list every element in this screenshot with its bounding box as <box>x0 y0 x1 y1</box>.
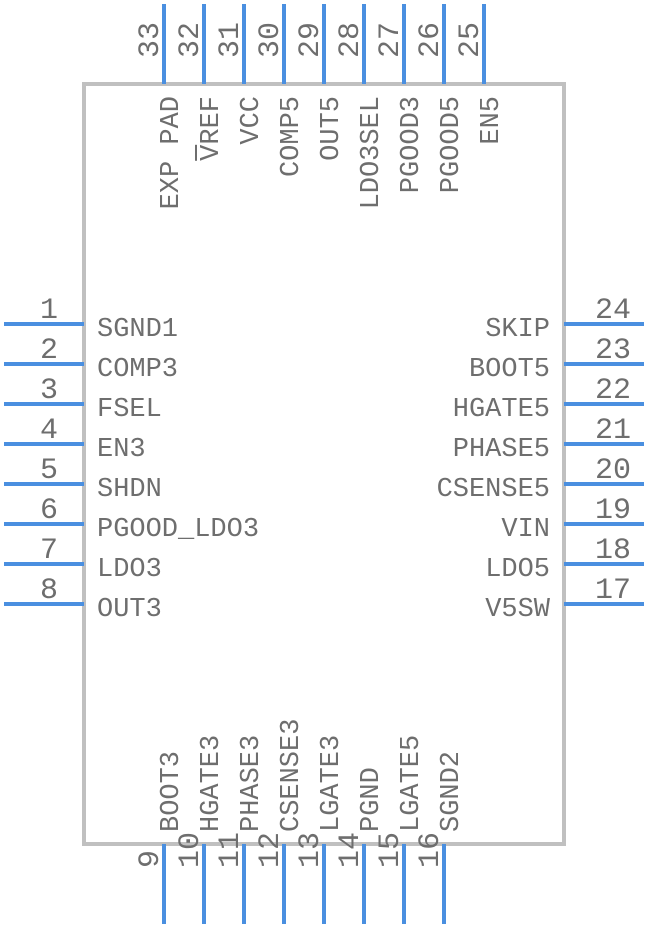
pin-10-number: 10 <box>174 832 208 868</box>
pin-17-label: V5SW <box>485 595 551 625</box>
pin-21-number: 21 <box>595 414 631 448</box>
pin-9-label: BOOT3 <box>157 751 187 832</box>
pin-25-label: EN5 <box>477 96 507 145</box>
pin-11-number: 11 <box>214 832 248 868</box>
pin-32-label: VREF <box>197 96 227 161</box>
pin-17-number: 17 <box>595 574 631 608</box>
pins-layer: 1SGND12COMP33FSEL4EN35SHDN6PGOOD_LDO37LD… <box>4 4 644 924</box>
pin-2-label: COMP3 <box>97 355 178 385</box>
pin-9-number: 9 <box>134 850 168 868</box>
pin-24-number: 24 <box>595 294 631 328</box>
pin-1-number: 1 <box>40 294 58 328</box>
pin-25-number: 25 <box>454 22 488 58</box>
pin-4-label: EN3 <box>97 435 146 465</box>
pin-32-number: 32 <box>174 22 208 58</box>
pin-19-label: VIN <box>501 515 550 545</box>
pin-29-number: 29 <box>294 22 328 58</box>
pin-14-label: PGND <box>357 767 387 832</box>
pin-31-number: 31 <box>214 22 248 58</box>
pin-6-label: PGOOD_LDO3 <box>97 515 259 545</box>
pin-24-label: SKIP <box>485 315 550 345</box>
pin-6-number: 6 <box>40 494 58 528</box>
pin-22-number: 22 <box>595 374 631 408</box>
pin-20-label: CSENSE5 <box>437 475 550 505</box>
pin-7-number: 7 <box>40 534 58 568</box>
pin-33-label: EXP PAD <box>157 96 187 209</box>
pin-14-number: 14 <box>334 832 368 868</box>
pin-12-number: 12 <box>254 832 288 868</box>
pin-23-label: BOOT5 <box>469 355 550 385</box>
pin-28-number: 28 <box>334 22 368 58</box>
pin-23-number: 23 <box>595 334 631 368</box>
pin-7-label: LDO3 <box>97 555 162 585</box>
pin-13-label: LGATE3 <box>317 735 347 832</box>
pin-30-number: 30 <box>254 22 288 58</box>
pin-12-label: CSENSE3 <box>277 719 307 832</box>
pin-15-label: LGATE5 <box>397 735 427 832</box>
pin-13-number: 13 <box>294 832 328 868</box>
pin-18-number: 18 <box>595 534 631 568</box>
pin-30-label: COMP5 <box>277 96 307 177</box>
pin-20-number: 20 <box>595 454 631 488</box>
pin-5-number: 5 <box>40 454 58 488</box>
pin-31-label: VCC <box>237 96 267 145</box>
pin-26-number: 26 <box>414 22 448 58</box>
pin-27-label: PGOOD3 <box>397 96 427 193</box>
pin-27-number: 27 <box>374 22 408 58</box>
pin-16-number: 16 <box>414 832 448 868</box>
pin-3-label: FSEL <box>97 395 162 425</box>
pin-21-label: PHASE5 <box>453 435 550 465</box>
pin-15-number: 15 <box>374 832 408 868</box>
pin-18-label: LDO5 <box>485 555 550 585</box>
pin-28-label: LDO3SEL <box>357 96 387 209</box>
pin-11-label: PHASE3 <box>237 735 267 832</box>
pin-16-label: SGND2 <box>437 751 467 832</box>
pin-10-label: HGATE3 <box>197 735 227 832</box>
pin-3-number: 3 <box>40 374 58 408</box>
pin-8-label: OUT3 <box>97 595 162 625</box>
pin-5-label: SHDN <box>97 475 162 505</box>
pin-22-label: HGATE5 <box>453 395 550 425</box>
pin-4-number: 4 <box>40 414 58 448</box>
pin-33-number: 33 <box>134 22 168 58</box>
pin-29-label: OUT5 <box>317 96 347 161</box>
pin-2-number: 2 <box>40 334 58 368</box>
pin-1-label: SGND1 <box>97 315 178 345</box>
pin-19-number: 19 <box>595 494 631 528</box>
pin-8-number: 8 <box>40 574 58 608</box>
pin-26-label: PGOOD5 <box>437 96 467 193</box>
